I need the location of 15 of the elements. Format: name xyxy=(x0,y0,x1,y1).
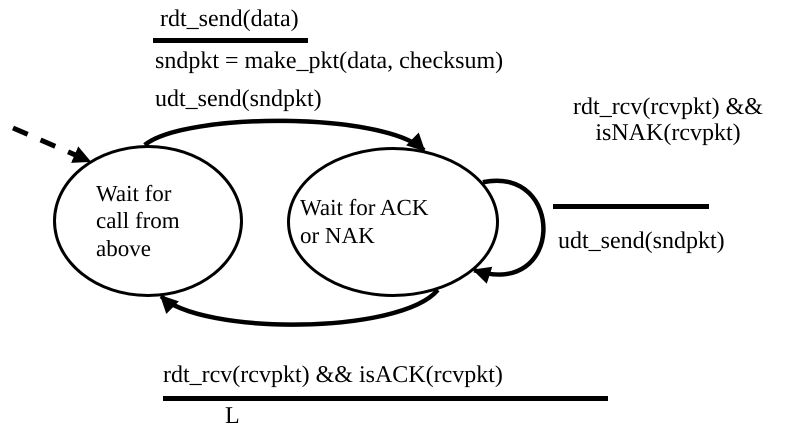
transition-arrow xyxy=(160,288,440,327)
initial-arrow xyxy=(12,126,92,164)
state-name: Wait for ACK or NAK xyxy=(300,194,430,250)
transition-arrow xyxy=(144,118,426,152)
transition-label: sndpkt = make_pkt(data, checksum) xyxy=(155,48,504,74)
self-loop-arrow xyxy=(472,178,546,282)
transition-label: udt_send(sndpkt) xyxy=(155,86,322,112)
state-ellipse xyxy=(287,147,499,297)
transition-label: udt_send(sndpkt) xyxy=(558,228,725,254)
transition-label: L xyxy=(225,403,240,430)
transition-label: rdt_rcv(rcvpkt) && isNAK(rcvpkt) xyxy=(572,94,764,147)
transition-label: rdt_rcv(rcvpkt) && isACK(rcvpkt) xyxy=(163,362,503,388)
state-ellipse xyxy=(53,145,243,297)
state-name: Wait for call from above xyxy=(96,180,181,262)
transition-label: rdt_send(data) xyxy=(160,6,299,32)
